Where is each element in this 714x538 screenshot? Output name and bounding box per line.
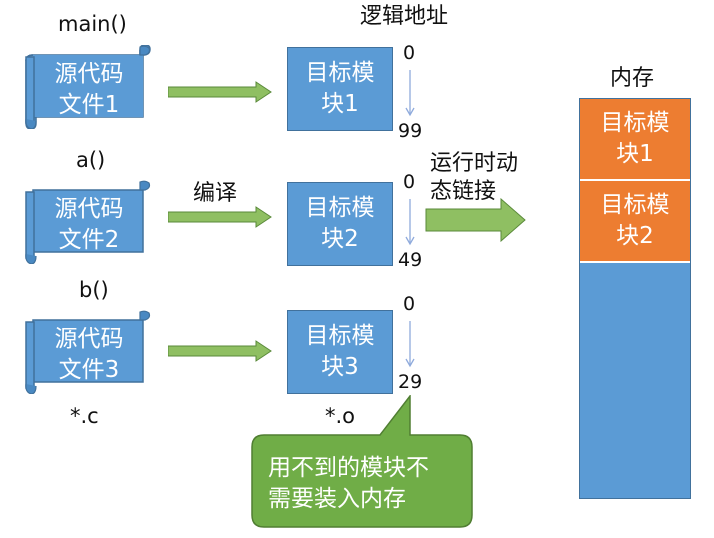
memory-slot-module-1: 目标模 块1 (580, 99, 690, 181)
source-file-3-line2: 文件3 (58, 357, 120, 383)
object-module-3-line1: 目标模 (305, 323, 375, 349)
dynamic-linking-label: 运行时动 态链接 (430, 150, 518, 206)
source-file-2-line1: 源代码 (54, 196, 124, 222)
source-file-1-line1: 源代码 (54, 61, 124, 87)
source-file-2-line2: 文件2 (58, 227, 120, 253)
object-module-3-line2: 块3 (321, 354, 359, 380)
callout-line1: 用不到的模块不 (268, 455, 429, 481)
module-2-end-address: 49 (398, 249, 423, 271)
memory-block: 目标模 块1 目标模 块2 (579, 98, 691, 499)
object-module-2-line1: 目标模 (305, 195, 375, 221)
module-1-end-address: 99 (398, 120, 423, 142)
memory-slot-2-line1: 目标模 (600, 192, 670, 218)
function-label-b: b() (79, 278, 109, 302)
callout-bubble (251, 395, 473, 528)
module-1-start-address: 0 (403, 42, 416, 64)
object-module-1-line2: 块1 (321, 91, 359, 117)
address-range-arrow-3 (405, 321, 415, 368)
compile-label: 编译 (193, 181, 238, 206)
source-file-2-text: 源代码 文件2 (37, 194, 141, 256)
object-module-2: 目标模 块2 (287, 182, 393, 266)
source-file-1: 源代码 文件1 (23, 45, 153, 129)
source-file-1-line2: 文件1 (58, 92, 120, 118)
module-3-end-address: 29 (398, 371, 423, 393)
module-2-start-address: 0 (403, 171, 416, 193)
callout-line2: 需要装入内存 (268, 486, 406, 512)
memory-title: 内存 (610, 66, 655, 91)
function-label-main: main() (58, 12, 127, 36)
dynamic-linking-arrow (425, 198, 526, 242)
dynamic-linking-line1: 运行时动 (430, 151, 519, 176)
callout-text: 用不到的模块不 需要装入内存 (268, 453, 468, 515)
scroll-shape (25, 310, 151, 394)
memory-slot-2-line2: 块2 (616, 223, 654, 249)
compile-arrow-2 (168, 206, 272, 228)
address-range-arrow-2 (405, 199, 415, 246)
source-extension-label: *.c (70, 404, 99, 428)
address-range-arrow-1 (405, 70, 415, 117)
memory-slot-module-2: 目标模 块2 (580, 181, 690, 263)
source-file-1-text: 源代码 文件1 (37, 59, 141, 121)
scroll-shape (25, 45, 151, 129)
scroll-shape (25, 180, 151, 264)
compile-arrow-3 (168, 340, 272, 362)
dynamic-linking-line2: 态链接 (430, 179, 497, 204)
object-module-1: 目标模 块1 (287, 47, 393, 131)
logical-address-title: 逻辑地址 (360, 4, 449, 29)
memory-slot-1-line1: 目标模 (600, 110, 670, 136)
source-file-3: 源代码 文件3 (23, 310, 153, 394)
note-callout: 用不到的模块不 需要装入内存 (250, 395, 474, 529)
compile-arrow-1 (168, 81, 272, 103)
object-extension-label: *.o (325, 404, 356, 428)
source-file-3-text: 源代码 文件3 (37, 324, 141, 386)
function-label-a: a() (76, 148, 106, 172)
object-module-3: 目标模 块3 (287, 310, 393, 394)
module-3-start-address: 0 (403, 293, 416, 315)
source-file-3-line1: 源代码 (54, 326, 124, 352)
source-file-2: 源代码 文件2 (23, 180, 153, 264)
object-module-1-line1: 目标模 (305, 60, 375, 86)
object-module-2-line2: 块2 (321, 226, 359, 252)
memory-slot-1-line2: 块1 (616, 141, 654, 167)
